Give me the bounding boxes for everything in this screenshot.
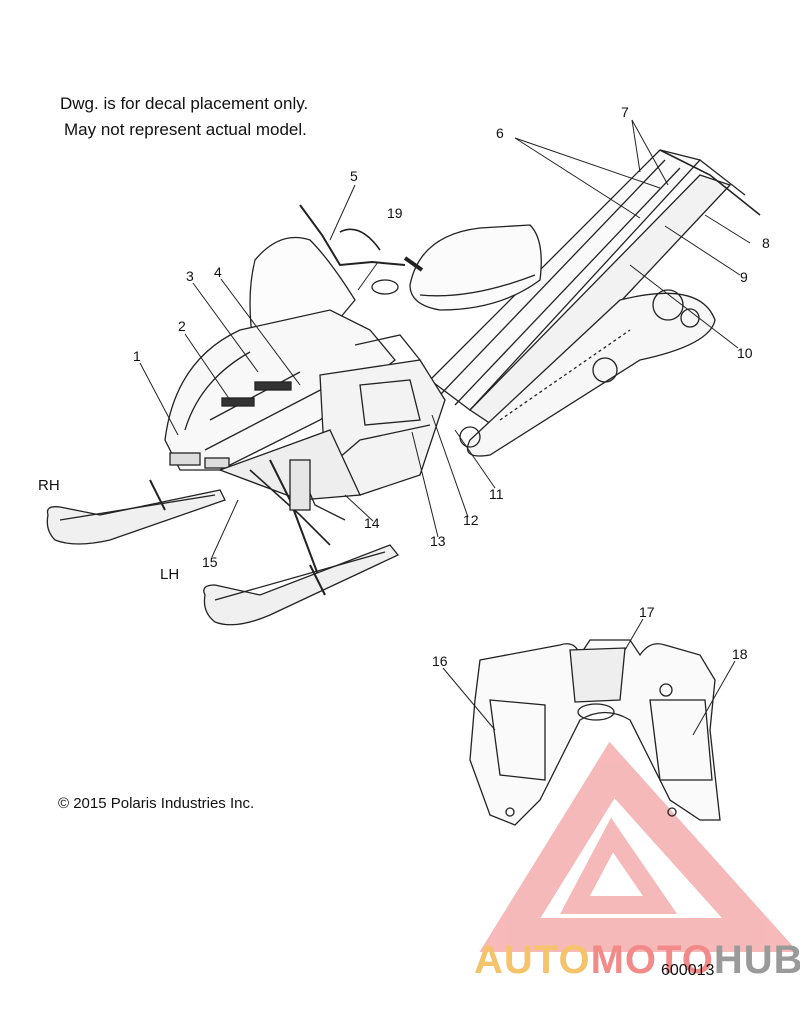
watermark-part-hub: HUB xyxy=(713,938,800,982)
callout-16: 16 xyxy=(432,653,448,669)
callout-18: 18 xyxy=(732,646,748,662)
callout-numbers: 1 2 3 4 5 6 7 8 9 10 11 12 13 14 15 16 1… xyxy=(133,104,770,669)
watermark-part-auto: AUTO xyxy=(474,938,591,982)
watermark-logo-icon xyxy=(479,741,799,952)
callout-5: 5 xyxy=(350,168,358,184)
note-line-2: May not represent actual model. xyxy=(64,120,307,139)
drawing-number: 600013 xyxy=(661,962,715,979)
callout-14: 14 xyxy=(364,515,380,531)
callout-9: 9 xyxy=(740,269,748,285)
callout-8: 8 xyxy=(762,235,770,251)
callout-1: 1 xyxy=(133,348,141,364)
watermark-part-moto: MOTO xyxy=(590,938,714,982)
note-line-1: Dwg. is for decal placement only. xyxy=(60,94,309,113)
lh-label: LH xyxy=(160,566,180,583)
callout-10: 10 xyxy=(737,345,753,361)
callout-3: 3 xyxy=(186,268,194,284)
rh-label: RH xyxy=(38,477,60,494)
hood-inset-illustration xyxy=(469,639,721,826)
callout-6: 6 xyxy=(496,125,504,141)
watermark-brand: AUTOMOTOHUB xyxy=(474,938,800,983)
callout-15: 15 xyxy=(202,554,218,570)
callout-12: 12 xyxy=(463,512,479,528)
snowmobile-illustration xyxy=(46,149,761,626)
callout-19: 19 xyxy=(387,205,403,221)
callout-7: 7 xyxy=(621,104,629,120)
leader-lines xyxy=(139,119,751,736)
callout-4: 4 xyxy=(214,264,222,280)
callout-2: 2 xyxy=(178,318,186,334)
callout-17: 17 xyxy=(639,604,655,620)
note-text: Dwg. is for decal placement only. May no… xyxy=(60,91,308,143)
callout-13: 13 xyxy=(430,533,446,549)
copyright-text: © 2015 Polaris Industries Inc. xyxy=(58,795,255,812)
callout-11: 11 xyxy=(489,486,504,502)
